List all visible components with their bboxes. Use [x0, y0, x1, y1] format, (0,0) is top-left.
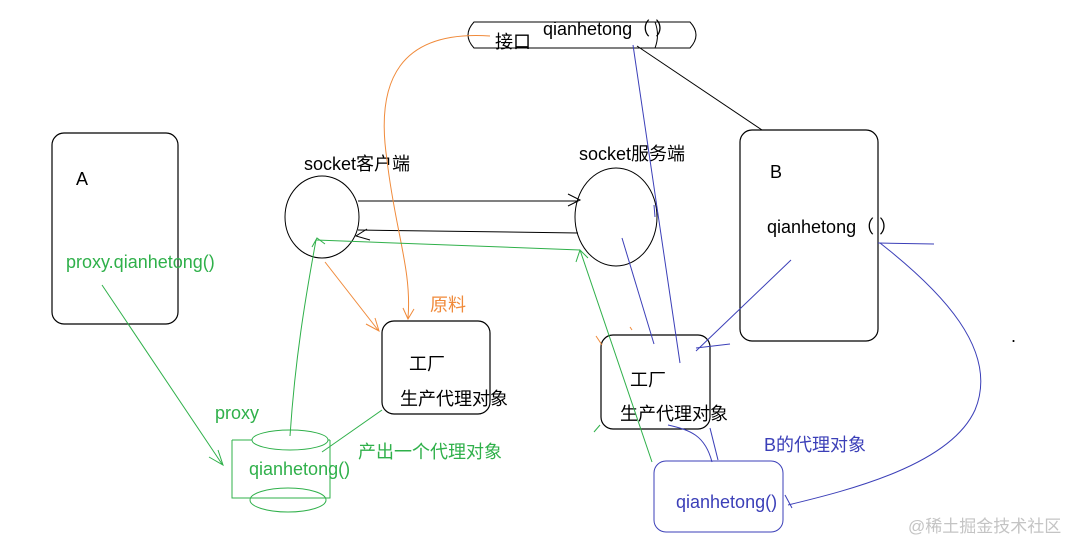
- factory-left: 工厂 生产代理对象: [381, 320, 508, 415]
- factory-left-frame: [381, 320, 491, 415]
- proxy-a-body: [231, 440, 331, 499]
- box-b-frame: [739, 129, 879, 342]
- raw-material-label: 原料: [430, 295, 466, 315]
- proxy-b: B的代理对象 qianhetong(): [653, 435, 866, 533]
- box-a-frame: [51, 132, 179, 325]
- watermark: @稀土掘金技术社区: [908, 517, 1061, 536]
- proxy-a-label: proxy: [215, 403, 259, 423]
- box-a-title: A: [76, 169, 88, 189]
- factory-right-frame: [600, 334, 711, 430]
- stray-dot: .: [1011, 326, 1016, 346]
- interface-shape: [467, 21, 697, 49]
- socket-server-label: socket服务端: [579, 144, 685, 164]
- socket-client-circle: [284, 175, 360, 259]
- socket-client-label: socket客户端: [304, 154, 410, 174]
- raw-material-arrows: [324, 35, 633, 346]
- green-flow-lines: [101, 237, 653, 467]
- box-a-call: proxy.qianhetong(): [66, 252, 215, 272]
- box-b-method: qianhetong（ ）: [767, 217, 897, 237]
- factory-left-title: 工厂: [409, 354, 445, 374]
- interface-to-b-line: [636, 45, 763, 131]
- proxy-a-produced-label: 产出一个代理对象: [358, 442, 502, 462]
- proxy-a-method: qianhetong(): [249, 459, 350, 479]
- box-b: B qianhetong（ ）: [739, 129, 897, 342]
- socket-client: socket客户端: [284, 154, 410, 259]
- socket-server: socket服务端: [574, 144, 685, 267]
- factory-right-title: 工厂: [630, 370, 666, 390]
- interface-cap: [654, 21, 658, 49]
- proxy-b-label: B的代理对象: [764, 435, 866, 455]
- box-a: A proxy.qianhetong(): [51, 132, 215, 325]
- proxy-a: proxy qianhetong() 产出一个代理对象: [215, 403, 502, 513]
- factory-left-desc: 生产代理对象: [400, 389, 508, 409]
- interface-node: qianhetong（ ） 接口: [467, 19, 697, 52]
- socket-connection: [354, 193, 582, 241]
- interface-label: 接口: [495, 32, 531, 52]
- factory-right-desc: 生产代理对象: [620, 404, 728, 424]
- socket-server-circle: [574, 167, 658, 267]
- proxy-b-method: qianhetong(): [676, 492, 777, 512]
- interface-method-text: qianhetong（ ）: [543, 19, 673, 39]
- box-b-title: B: [770, 162, 782, 182]
- blue-flow-lines: [621, 44, 982, 509]
- proxy-b-frame: [653, 460, 784, 533]
- factory-right: 工厂 生产代理对象: [600, 334, 728, 430]
- proxy-a-bottom: [249, 487, 327, 513]
